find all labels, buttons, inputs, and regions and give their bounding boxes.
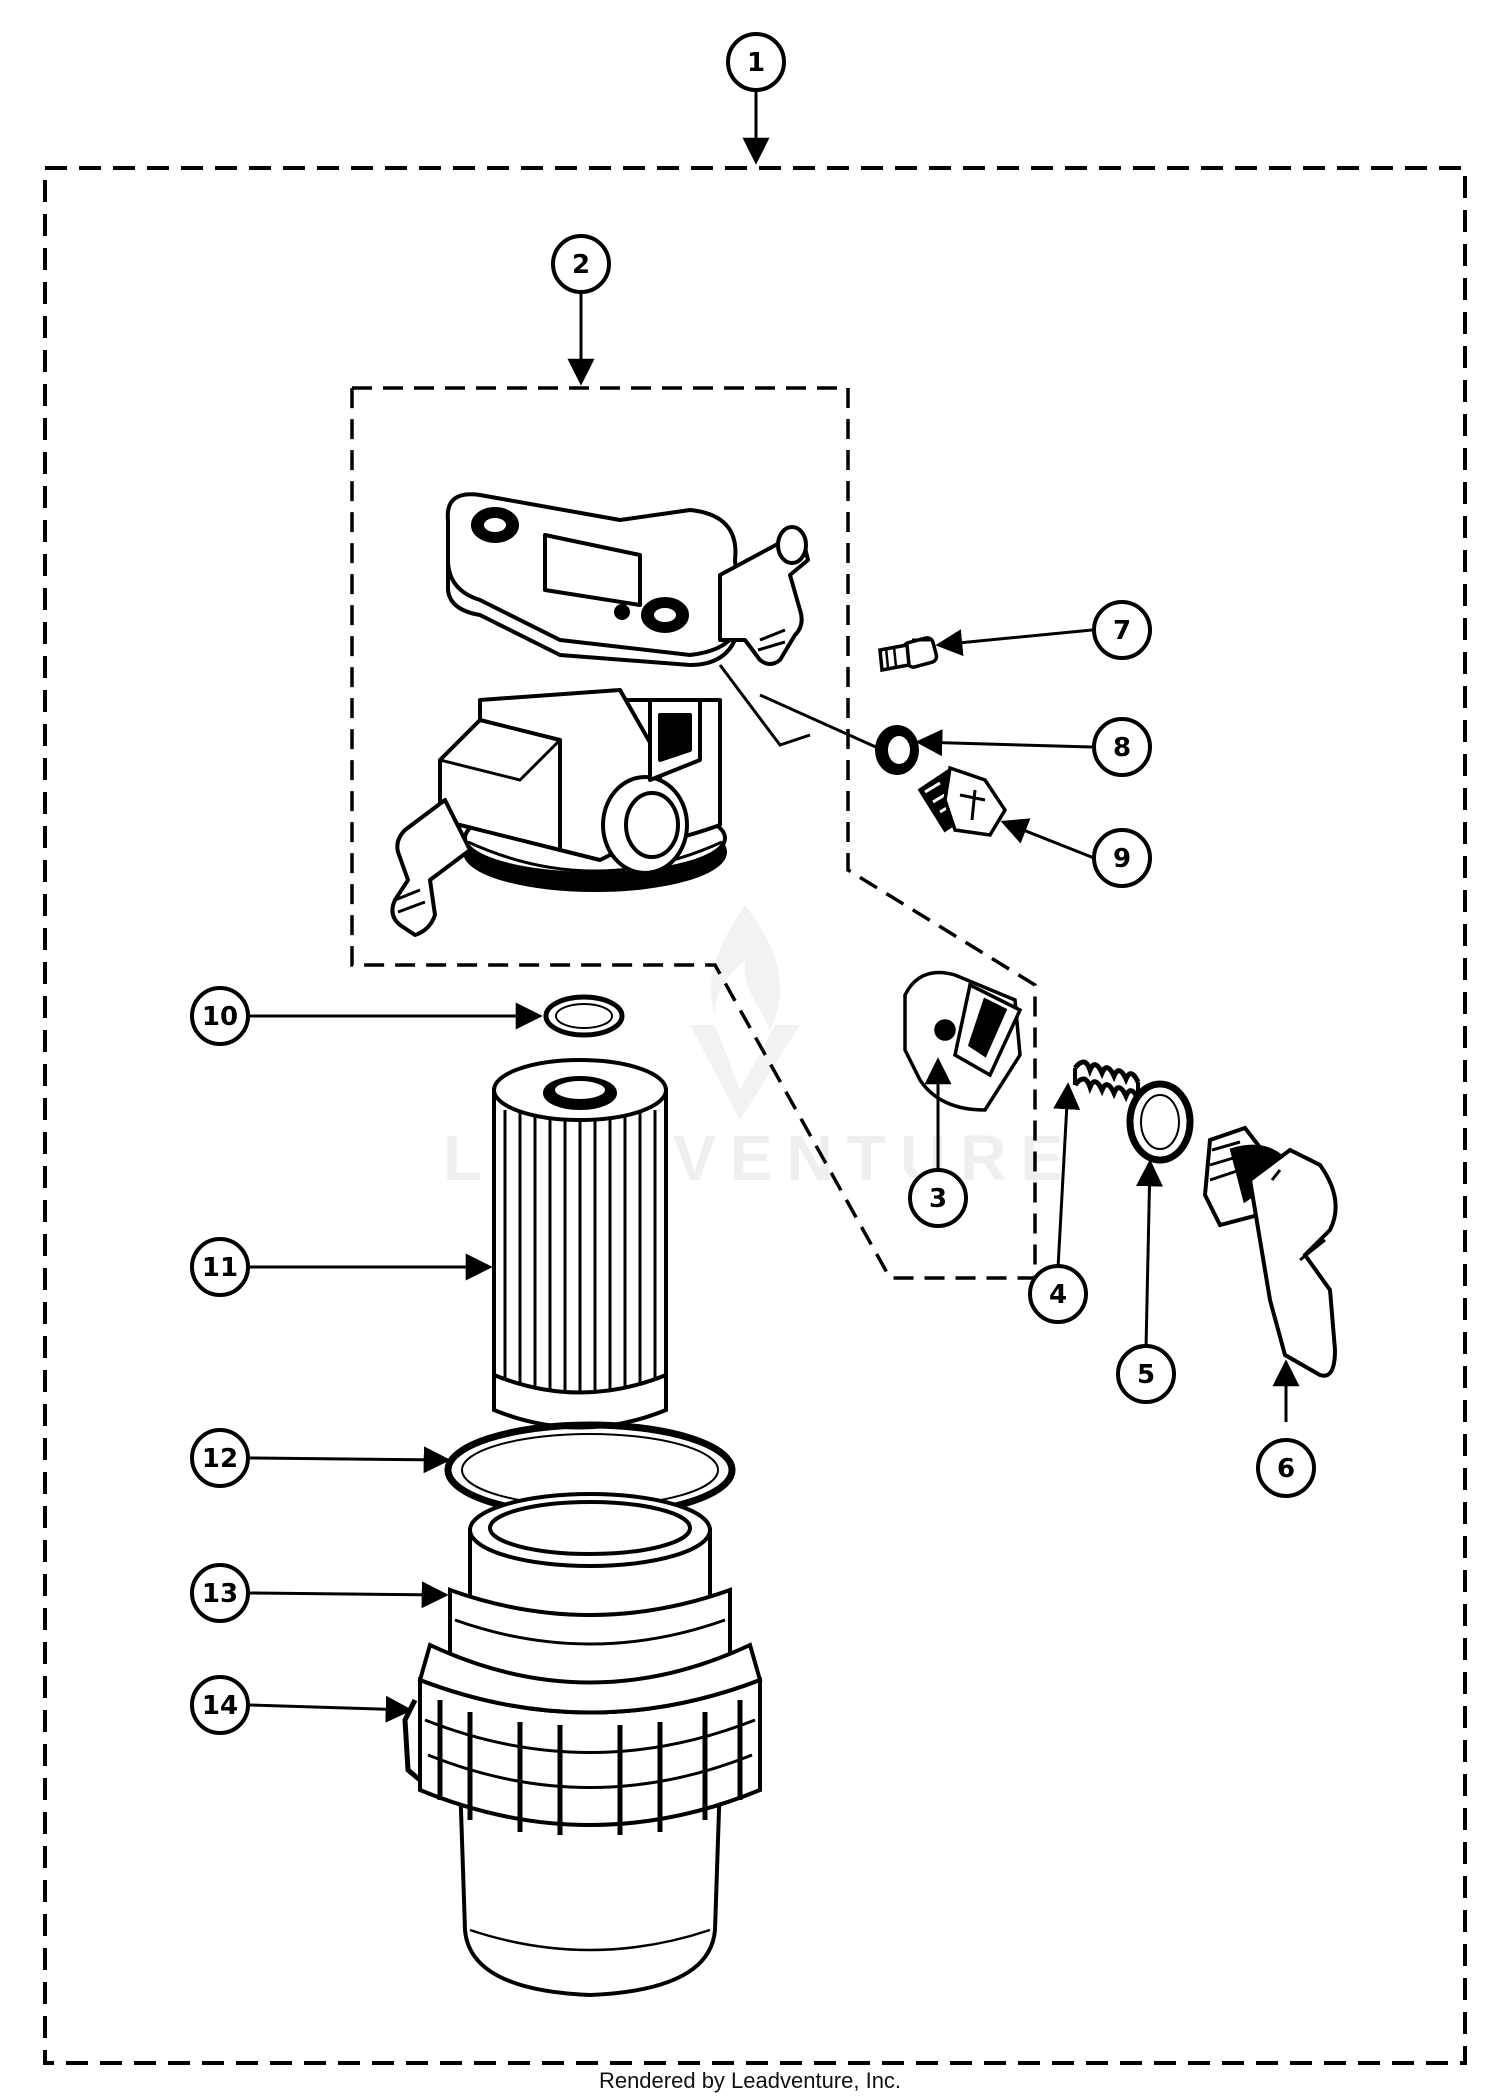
callout-2: 2 <box>551 234 611 294</box>
callout-circle <box>726 32 786 92</box>
callout-circle <box>551 234 611 294</box>
rendered-by-footer: Rendered by Leadventure, Inc. <box>598 2068 902 2093</box>
leader-9 <box>1000 818 1095 860</box>
part-5-o-ring <box>1126 1080 1194 1164</box>
callout-14: 14 <box>190 1675 250 1735</box>
callout-3: 3 <box>908 1168 968 1228</box>
callout-7: 7 <box>1092 600 1152 660</box>
part-4-spring <box>1073 1059 1141 1103</box>
callout-9: 9 <box>1092 828 1152 888</box>
callout-8: 8 <box>1092 717 1152 777</box>
part-14-retaining-ring <box>402 1642 763 1835</box>
callout-circle <box>190 1563 250 1623</box>
callout-label: 12 <box>202 1444 238 1474</box>
callout-12: 12 <box>190 1428 250 1488</box>
callout-label: 8 <box>1113 733 1131 763</box>
callout-label: 5 <box>1137 1360 1155 1390</box>
callout-10: 10 <box>190 986 250 1046</box>
callout-circle <box>190 1428 250 1488</box>
callout-circle <box>1092 828 1152 888</box>
callout-4: 4 <box>1028 1264 1088 1324</box>
part-6-lever <box>1202 1125 1338 1378</box>
callout-13: 13 <box>190 1563 250 1623</box>
callout-label: 14 <box>202 1691 238 1721</box>
leader-8 <box>915 729 1093 757</box>
watermark-flame-icon <box>710 905 781 1030</box>
assembly-boundary-outer <box>43 166 1467 2065</box>
callout-label: 9 <box>1113 844 1131 874</box>
leader-7 <box>935 628 1093 657</box>
callout-label: 6 <box>1277 1454 1295 1484</box>
part-8-washer <box>875 725 919 775</box>
callout-circle <box>190 1675 250 1735</box>
callout-label: 10 <box>202 1002 238 1032</box>
callout-circle <box>190 1237 250 1297</box>
part-3-valve-plug <box>903 970 1023 1112</box>
callout-circle <box>190 986 250 1046</box>
leader-13 <box>249 1581 449 1609</box>
callout-label: 4 <box>1049 1280 1067 1310</box>
callout-5: 5 <box>1116 1344 1176 1404</box>
callout-circle <box>908 1168 968 1228</box>
callout-label: 11 <box>202 1253 238 1283</box>
callout-label: 13 <box>202 1579 238 1609</box>
callout-circle <box>1092 600 1152 660</box>
part-9-bolt <box>917 765 1008 837</box>
callout-11: 11 <box>190 1237 250 1297</box>
leader-lines <box>249 90 1300 1723</box>
watermark-v-icon <box>690 1025 800 1120</box>
leader-5 <box>1135 1159 1163 1349</box>
callout-label: 3 <box>929 1184 947 1214</box>
part-7-screw <box>878 636 939 673</box>
callout-label: 2 <box>572 250 590 280</box>
callout-circle <box>1256 1438 1316 1498</box>
callout-circle <box>1028 1264 1088 1324</box>
callout-label: 7 <box>1113 616 1131 646</box>
leader-12 <box>249 1446 451 1474</box>
callout-label: 1 <box>747 48 765 78</box>
part-11-filter <box>492 1058 668 1430</box>
callout-circle <box>1092 717 1152 777</box>
part-10-o-ring <box>543 994 625 1038</box>
callout-circle <box>1116 1344 1176 1404</box>
fuel-valve-body <box>390 492 810 937</box>
leader-4 <box>1053 1082 1081 1269</box>
callout-1: 1 <box>726 32 786 92</box>
callout-6: 6 <box>1256 1438 1316 1498</box>
leader-14 <box>249 1695 413 1723</box>
